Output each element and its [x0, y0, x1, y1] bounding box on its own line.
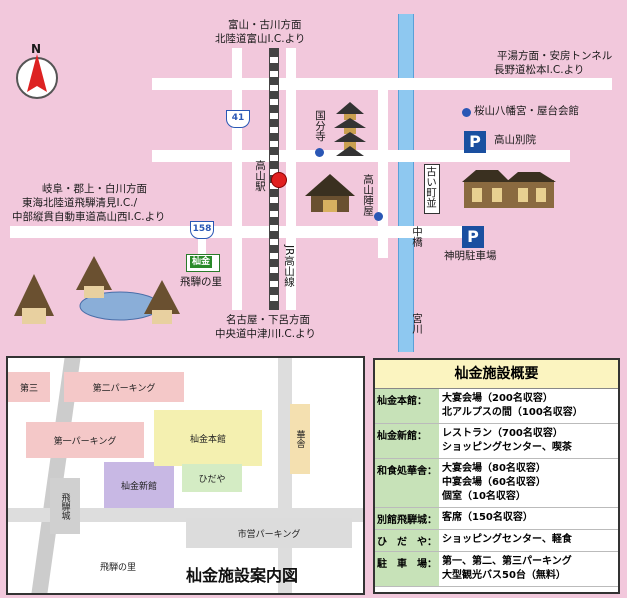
info-row-label: 杣金新館：	[375, 424, 439, 458]
info-row-line: 大宴会場（200名収容）	[442, 393, 553, 404]
info-row-label: 別館飛騨城：	[375, 508, 439, 529]
info-row: 杣金新館：レストラン（700名収容） ショッピングセンター、喫茶	[375, 424, 618, 459]
jinya-gate-icon	[305, 174, 355, 212]
area-map: N 富山・古川方面 北陸道富山I.C.より 平湯方面・安房トンネル 長野道松本I…	[8, 14, 613, 352]
old-town-houses-icon	[462, 170, 556, 208]
sakurayama-dot	[462, 108, 471, 117]
bottom-dest-line2: 中央道中津川I.C.より	[215, 328, 316, 340]
info-row: 和食処華舎：大宴会場（80名収容） 中宴会場（60名収容） 個室（10名収容）	[375, 459, 618, 508]
info-row-line: 第一、第二、第三パーキング	[442, 556, 572, 567]
road-center-vertical	[286, 48, 296, 310]
station-marker	[271, 172, 287, 188]
info-row-line: レストラン（700名収容）	[442, 428, 563, 439]
info-row-line: 大型観光バス50台（無料）	[442, 570, 566, 581]
gassho-village-icon	[14, 256, 180, 324]
info-row-line: ショッピングセンター、軽食	[442, 534, 572, 545]
jinya-dot	[374, 212, 383, 221]
info-rows: 杣金本館：大宴会場（200名収容）北アルプスの間（100名収容）杣金新館：レスト…	[375, 389, 618, 587]
right-top-line1: 平湯方面・安房トンネル	[497, 50, 613, 62]
takayama-betsuin-parking-icon: P	[464, 131, 486, 153]
jr-line-label: JR高山線	[283, 245, 295, 287]
info-row-value: ショッピングセンター、軽食	[439, 530, 618, 551]
site-zone-daiichi: 第一パーキング	[26, 422, 144, 458]
info-row-label: 杣金本館：	[375, 389, 439, 423]
left-dest-line1: 岐阜・郡上・白川方面	[42, 183, 147, 195]
top-dest-line1: 富山・古川方面	[228, 19, 302, 31]
site-map: 第三 第二パーキング 第一パーキング 杣金新館 杣金本館 ひだや 華舎 飛騨城 …	[6, 356, 365, 595]
bottom-dest-line1: 名古屋・下呂方面	[226, 314, 310, 326]
site-zone-daini: 第二パーキング	[64, 372, 184, 402]
site-zone-hidaya: ひだや	[182, 464, 242, 492]
top-dest-line2: 北陸道富山I.C.より	[215, 33, 306, 45]
info-row-label: 駐 車 場：	[375, 552, 439, 586]
nakabashi-label: 中橋	[411, 226, 423, 247]
shinmei-parking-icon: P	[462, 226, 484, 248]
info-row-line: 大宴会場（80名収容）	[442, 463, 546, 474]
route-41-shield: 41	[226, 110, 250, 128]
takayama-station-label: 高山駅	[254, 160, 266, 192]
site-map-title: 杣金施設案内図	[186, 566, 299, 585]
info-row-label: 和食処華舎：	[375, 459, 439, 507]
hida-no-sato-label: 飛騨の里	[180, 276, 222, 288]
miyagawa-label: 宮川	[411, 313, 423, 334]
hotel-sign-label: 杣金	[190, 256, 213, 268]
info-row-line: 個室（10名収容）	[442, 491, 526, 502]
info-title: 杣金施設概要	[375, 360, 618, 389]
site-zone-shinkan: 杣金新館	[104, 462, 174, 508]
compass-icon	[16, 54, 58, 99]
left-dest-line2: 東海北陸道飛騨清見I.C./	[22, 197, 138, 209]
furui-machinami-label: 古い町並	[425, 166, 437, 208]
site-zone-hida-no-sato: 飛騨の里	[99, 562, 136, 573]
takayama-betsuin-label: 高山別院	[494, 134, 536, 146]
site-zone-daisan: 第三	[8, 372, 50, 402]
site-zone-shiei: 市営パーキング	[186, 518, 352, 548]
info-row: 杣金本館：大宴会場（200名収容） 北アルプスの間（100名収容）	[375, 389, 618, 424]
info-row-value: 第一、第二、第三パーキング大型観光バス50台（無料）	[439, 552, 618, 586]
road-left-vertical	[232, 48, 242, 310]
site-zone-kasha: 華舎	[290, 404, 310, 474]
info-row-line: ショッピングセンター、喫茶	[442, 442, 572, 453]
road-route158	[10, 226, 474, 238]
pagoda-icon	[334, 102, 366, 156]
info-row-line: 客席（150名収容）	[442, 512, 533, 523]
info-row: 駐 車 場：第一、第二、第三パーキング大型観光バス50台（無料）	[375, 552, 618, 587]
info-row-line: 北アルプスの間（100名収容）	[442, 407, 583, 418]
info-row-line: 中宴会場（60名収容）	[442, 477, 546, 488]
info-row-value: レストラン（700名収容） ショッピングセンター、喫茶	[439, 424, 618, 458]
road-east-vertical	[378, 78, 388, 258]
info-row: ひ だ や：ショッピングセンター、軽食	[375, 530, 618, 552]
info-row: 別館飛騨城：客席（150名収容）	[375, 508, 618, 530]
furui-machinami-box	[424, 164, 440, 214]
sakurayama-label: 桜山八幡宮・屋台会館	[474, 105, 579, 117]
left-dest-line3: 中部縦貫自動車道高山西I.C.より	[12, 211, 166, 223]
right-top-line2: 長野道松本I.C.より	[494, 64, 585, 76]
kokubunji-label: 国分寺	[314, 110, 326, 142]
north-compass	[8, 42, 66, 100]
info-row-value: 大宴会場（80名収容） 中宴会場（60名収容） 個室（10名収容）	[439, 459, 618, 507]
route-158-shield: 158	[190, 221, 214, 239]
facility-info-table: 杣金施設概要 杣金本館：大宴会場（200名収容）北アルプスの間（100名収容）杣…	[373, 358, 620, 594]
shinmei-parking-label: 神明駐車場	[444, 250, 497, 262]
kokubunji-dot	[315, 148, 324, 157]
site-zone-hidajo: 飛騨城	[50, 478, 80, 534]
info-row-value: 客席（150名収容）	[439, 508, 618, 529]
site-zone-honkan: 杣金本館	[154, 410, 262, 466]
takayama-jinya-label: 高山陣屋	[362, 174, 374, 216]
road-short-vertical	[198, 226, 206, 256]
info-row-label: ひ だ や：	[375, 530, 439, 551]
site-road-3	[278, 358, 292, 593]
info-row-value: 大宴会場（200名収容） 北アルプスの間（100名収容）	[439, 389, 618, 423]
north-label: N	[31, 42, 42, 56]
miyagawa-river	[398, 14, 414, 352]
